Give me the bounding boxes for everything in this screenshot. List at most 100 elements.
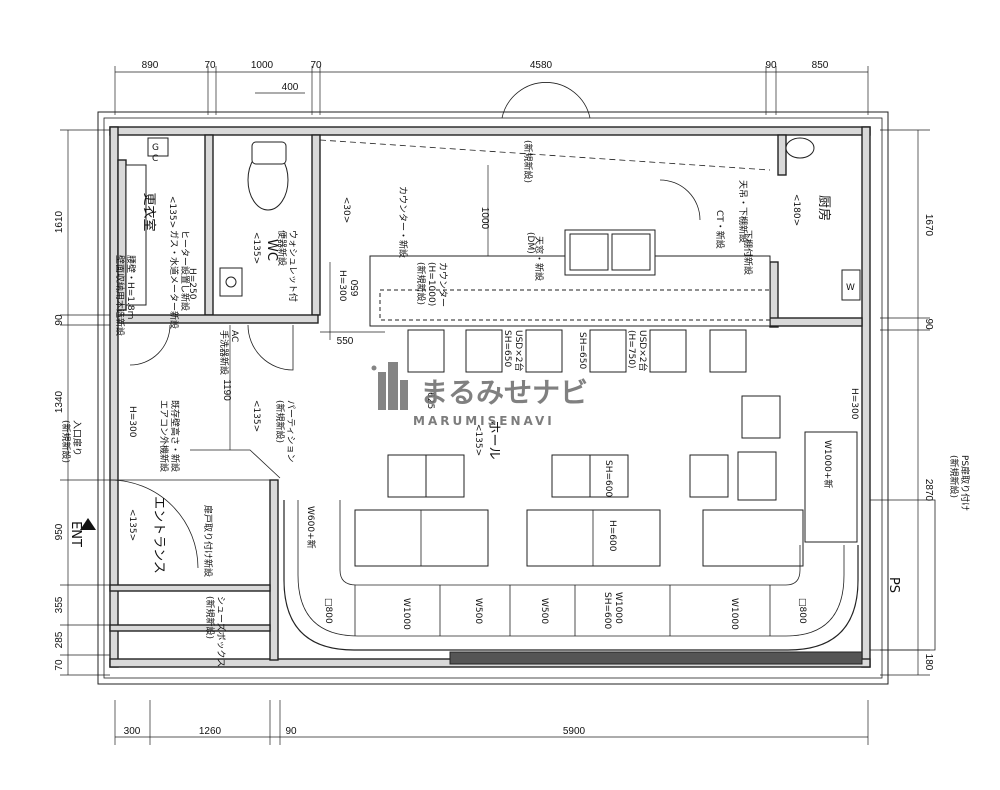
dim-top-4: 70: [310, 60, 322, 71]
dim-bottom-2: 1260: [199, 726, 222, 737]
watermark-title: まるみせナビ: [420, 376, 588, 409]
ps-area: PS PS扉取り付け(新規新設): [870, 455, 971, 651]
dimension-lines: [60, 66, 930, 745]
hall-h-label: H=300: [849, 388, 859, 420]
shoe-box-note: シューズボックス(新規新設): [204, 596, 227, 667]
stool-625: 625: [425, 392, 435, 409]
counter-height: <30>: [341, 197, 351, 224]
kitchen-sink-note-1: 天吊・下棚新設: [737, 180, 749, 243]
locker-note-shelf: 腰壁・H=1.8m壁面収納用木造新設: [114, 255, 137, 336]
entrance: ENT エントランス <135> 扉戸取り付け新設 シューズボックス(新規新設)…: [60, 420, 227, 667]
dim-inner-550: 550: [337, 336, 354, 347]
dm-note: (DM): [525, 232, 535, 254]
ent-label: ENT: [68, 521, 83, 547]
table-label-1: SH=600: [603, 460, 613, 497]
corridor: 既存壁高さ・新設エアコン外機新設 H=300 パーティション(新規新設) <13…: [127, 400, 296, 472]
dim-left-2: 90: [54, 314, 65, 326]
wc-height: <135>: [251, 232, 261, 264]
kitchen-height: <180>: [791, 194, 801, 226]
partition-note: パーティション(新規新設): [274, 400, 296, 462]
hall-height: <135>: [473, 424, 483, 456]
wc-room: WC <135> ウォシュレット付便器新設 AC手洗器新設: [129, 141, 298, 375]
dim-left-4: 950: [54, 523, 65, 540]
sofa-label-6: W1000: [729, 598, 739, 630]
sofa-band: W600+新 W1000 W500 W500 W1000SH=600 W1000…: [283, 500, 859, 651]
outer-walls: [97, 111, 889, 685]
dim-bottom-1: 300: [124, 726, 141, 737]
dim-top-1: 890: [142, 60, 159, 71]
dim-right-1: 1670: [923, 214, 934, 237]
window-note: 天窓・新設: [533, 236, 545, 281]
dim-right-3: 2870: [923, 479, 934, 502]
counter-area: カウンター・新設 カウンター(H=1000)(新規新設) 天窓・新設 (DM) …: [319, 82, 771, 327]
bar-stools: USD×2台SH=650 USD×2台(H=750) SH=650 625: [407, 329, 747, 409]
dim-inner-650: 650: [350, 279, 361, 296]
kitchen-w-label: W: [846, 283, 855, 293]
sofa-label-5: W1000SH=600: [602, 592, 623, 629]
sofa-label-4: W500: [539, 598, 549, 624]
hall: ホール <135> SH=600 H=600 H=300 W1000+新: [354, 388, 859, 567]
entrance-door-note: 扉戸取り付け新設: [202, 505, 214, 577]
dim-top-2: 70: [204, 60, 216, 71]
locker-room-name: 更衣室: [141, 192, 157, 231]
kitchen-ct-note: CT・新設: [714, 210, 726, 249]
dim-left-3: 1340: [54, 390, 65, 413]
kitchen-room-name: 厨房: [816, 195, 832, 221]
dim-right-4: 180: [923, 654, 934, 671]
dim-top-3: 1000: [251, 60, 274, 71]
counter-note: カウンター・新設: [397, 186, 409, 258]
dim-top-6: 90: [765, 60, 777, 71]
dimension-labels: 890 70 1000 70 4580 90 850 400 300 1260 …: [54, 60, 934, 737]
sofa-label-2: W1000: [401, 598, 411, 630]
wc-note-fixture: ウォシュレット付便器新設: [276, 230, 298, 302]
entrance-room-name: エントランス: [151, 496, 166, 574]
dim-bottom-4: 5900: [563, 726, 586, 737]
interior-walls: [109, 134, 863, 661]
counter-detail: カウンター(H=1000)(新規新設): [415, 262, 448, 307]
dim-left-6: 285: [54, 631, 65, 648]
watermark: まるみせナビ MARUMISENAVI: [371, 362, 588, 428]
sofa-label-8: □800: [797, 598, 807, 624]
dim-top-5: 4580: [530, 60, 553, 71]
wc-room-name: WC: [264, 239, 279, 261]
dim-top-sub: 400: [282, 82, 299, 93]
ps-room-name: PS: [886, 577, 901, 593]
dim-bottom-3: 90: [285, 726, 297, 737]
building-logo-icon: [371, 362, 408, 410]
sofa-label-3: W500: [473, 598, 483, 624]
ice-note: (新規新設): [522, 140, 534, 183]
wc-note-sink: AC手洗器新設: [218, 330, 239, 375]
dim-left-7: 70: [54, 659, 65, 671]
sofa-label-1: W600+新: [305, 506, 317, 549]
corridor-height: <135>: [251, 400, 261, 432]
dim-right-2: 90: [923, 318, 934, 330]
stool-note-2: USD×2台(H=750): [626, 330, 649, 372]
hall-room-name: ホール: [486, 420, 501, 459]
entrance-height: <135>: [127, 509, 137, 541]
entrance-side-note: 入口扉り(新規新設): [60, 420, 83, 463]
dim-left-5: 355: [54, 596, 65, 613]
dim-inner-1000: 1000: [479, 207, 490, 230]
dim-inner-1190: 1190: [221, 379, 232, 401]
stool-mid-note: SH=650: [577, 332, 587, 369]
locker-height: <135>: [167, 196, 177, 228]
ps-note: PS扉取り付け(新規新設): [948, 455, 971, 511]
counter-h: H=300: [337, 270, 347, 302]
entrance-arrow-icon: [80, 518, 96, 530]
sofa-label-right: W1000+新: [822, 440, 834, 488]
dim-top-7: 850: [812, 60, 829, 71]
corridor-h: H=300: [127, 406, 137, 438]
sofa-label-7: □800: [323, 598, 333, 624]
locker-note-heater: ヒーター設置し新設ガス・水道メーター新設: [168, 230, 191, 329]
corridor-note: 既存壁高さ・新設エアコン外機新設: [158, 400, 181, 472]
kitchen-sink-note-2: 下棚付新設: [742, 230, 754, 275]
dim-left-1: 1610: [54, 210, 65, 233]
watermark-subtitle: MARUMISENAVI: [413, 414, 555, 428]
locker-h-label: H=250: [187, 268, 197, 300]
kitchen-room: W 厨房 <180>: [785, 137, 861, 301]
stool-note-1: USD×2台SH=650: [502, 330, 525, 372]
table-label-2: H=600: [607, 520, 617, 552]
